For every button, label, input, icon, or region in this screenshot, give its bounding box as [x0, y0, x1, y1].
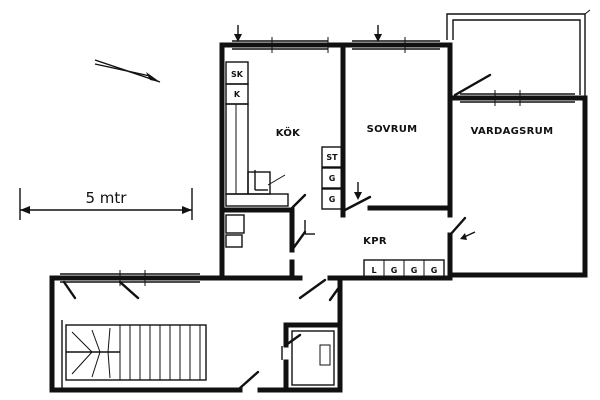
north-arrow-icon [94, 59, 161, 83]
cabinets [321, 146, 445, 279]
room-label-hall: KPR [363, 236, 387, 247]
scale-bar: 5 mtr [19, 188, 193, 220]
staircase [61, 320, 207, 388]
doors [62, 73, 492, 390]
room-label-bedroom: SOVRUM [367, 124, 418, 135]
arrows [94, 25, 476, 360]
fixture-label-k: K [234, 90, 241, 99]
room-label-kitchen: KÖK [276, 125, 301, 139]
fixture-label-l: L [371, 266, 376, 275]
scale-label: 5 mtr [86, 189, 128, 207]
fixture-label-g3: G [391, 266, 398, 275]
fixture-label-st: ST [326, 153, 338, 162]
fixture-label-g5: G [431, 266, 438, 275]
fixture-label-g1: G [329, 174, 336, 183]
fixture-label-g4: G [411, 266, 418, 275]
fixture-label-sk: SK [231, 70, 244, 79]
fixture-label-g2: G [329, 195, 336, 204]
kitchen-counter [225, 61, 289, 248]
walls [49, 9, 591, 393]
room-label-living: VARDAGSRUM [471, 126, 554, 137]
